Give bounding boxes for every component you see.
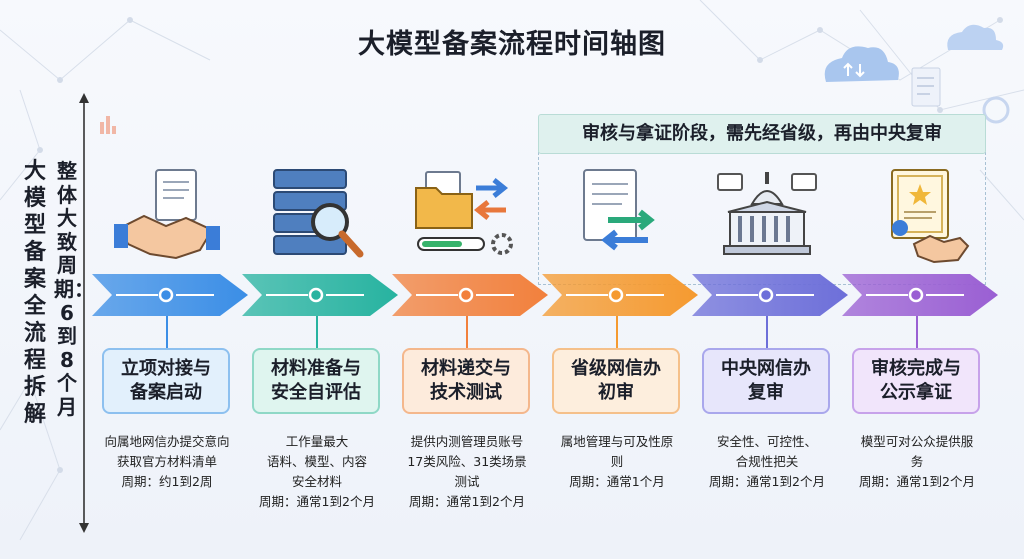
stage-label-card: 材料递交与 技术测试 <box>402 348 530 414</box>
bar-chart-decoration <box>100 116 116 134</box>
connector-line <box>616 316 618 350</box>
connector-line <box>466 316 468 350</box>
vertical-period: 整体大致周期：6到8个月 <box>54 159 94 419</box>
timeline-node <box>158 287 174 303</box>
stage-description-line: 周期：通常1到2个月 <box>409 494 525 509</box>
stage-label-card: 中央网信办 复审 <box>702 348 830 414</box>
radar-icon <box>982 96 1010 124</box>
stage-label: 省级网信办 初审 <box>571 358 661 403</box>
document-exchange-icon <box>564 168 670 264</box>
stage-label: 材料准备与 安全自评估 <box>271 358 361 403</box>
stage-description-line: 获取官方材料清单 <box>116 454 217 469</box>
stage-description: 提供内测管理员账号 17类风险、31类场景测试周期：通常1到2个月 <box>392 432 542 512</box>
timeline-node <box>608 287 624 303</box>
stage-description-line: 周期：通常1到2个月 <box>859 474 975 489</box>
certificate-handshake-icon <box>864 168 970 264</box>
server-search-icon <box>264 168 370 264</box>
stage-description-line: 合规性把关 <box>735 454 799 469</box>
vertical-axis-arrow <box>79 93 89 533</box>
connector-line <box>166 316 168 350</box>
stage-description: 向属地网信办提交意向获取官方材料清单周期：约1到2周 <box>92 432 242 492</box>
timeline-node <box>758 287 774 303</box>
stage-description: 属地管理与可及性原则周期：通常1个月 <box>542 432 692 492</box>
stage-description-line: 安全材料 <box>291 474 342 489</box>
stage-label: 审核完成与 公示拿证 <box>871 358 961 403</box>
stage-label: 中央网信办 复审 <box>721 358 811 403</box>
stage-description-line: 向属地网信办提交意向 <box>104 434 230 449</box>
timeline-node <box>458 287 474 303</box>
stage-description-line: 周期：通常1到2个月 <box>259 494 375 509</box>
folder-transfer-icon <box>414 168 520 264</box>
stage-label-card: 省级网信办 初审 <box>552 348 680 414</box>
stage-description-line: 周期：通常1个月 <box>569 474 665 489</box>
vertical-title: 大模型备案全流程拆解 <box>23 159 46 427</box>
handshake-icon <box>114 168 220 264</box>
stage-description-line: 模型可对公众提供服 <box>860 434 974 449</box>
stage-description-line: 周期：通常1到2个月 <box>709 474 825 489</box>
timeline-node <box>308 287 324 303</box>
stage-description-line: 17类风险、31类场景 <box>407 454 527 469</box>
stage-description-line: 则 <box>610 454 624 469</box>
stage-description-line: 提供内测管理员账号 <box>410 434 524 449</box>
stage-description-line: 测试 <box>454 474 480 489</box>
stage-description-line: 安全性、可控性、 <box>716 434 817 449</box>
stage-label: 立项对接与 备案启动 <box>121 358 211 403</box>
stage-label-card: 审核完成与 公示拿证 <box>852 348 980 414</box>
stage-description-line: 周期：约1到2周 <box>121 474 213 489</box>
capitol-building-icon <box>714 168 820 264</box>
review-phase-banner: 审核与拿证阶段，需先经省级，再由中央复审 <box>538 114 986 154</box>
timeline-node <box>908 287 924 303</box>
stage-label-card: 立项对接与 备案启动 <box>102 348 230 414</box>
connector-line <box>916 316 918 350</box>
connector-line <box>766 316 768 350</box>
page-title: 大模型备案流程时间轴图 <box>358 29 666 60</box>
connector-line <box>316 316 318 350</box>
stage-description-line: 属地管理与可及性原 <box>560 434 674 449</box>
cloud-icon <box>947 24 1004 50</box>
stage-description: 安全性、可控性、合规性把关周期：通常1到2个月 <box>692 432 842 492</box>
stage-description: 模型可对公众提供服务周期：通常1到2个月 <box>842 432 992 492</box>
stage-description-line: 工作量最大 <box>285 434 349 449</box>
stage-label: 材料递交与 技术测试 <box>421 358 511 403</box>
stage-description-line: 语料、模型、内容 <box>266 454 367 469</box>
stage-description: 工作量最大语料、模型、内容安全材料周期：通常1到2个月 <box>242 432 392 512</box>
cloud-sync-icon <box>824 46 899 82</box>
doc-list-decoration <box>911 67 941 107</box>
stage-description-line: 务 <box>910 454 924 469</box>
stage-label-card: 材料准备与 安全自评估 <box>252 348 380 414</box>
